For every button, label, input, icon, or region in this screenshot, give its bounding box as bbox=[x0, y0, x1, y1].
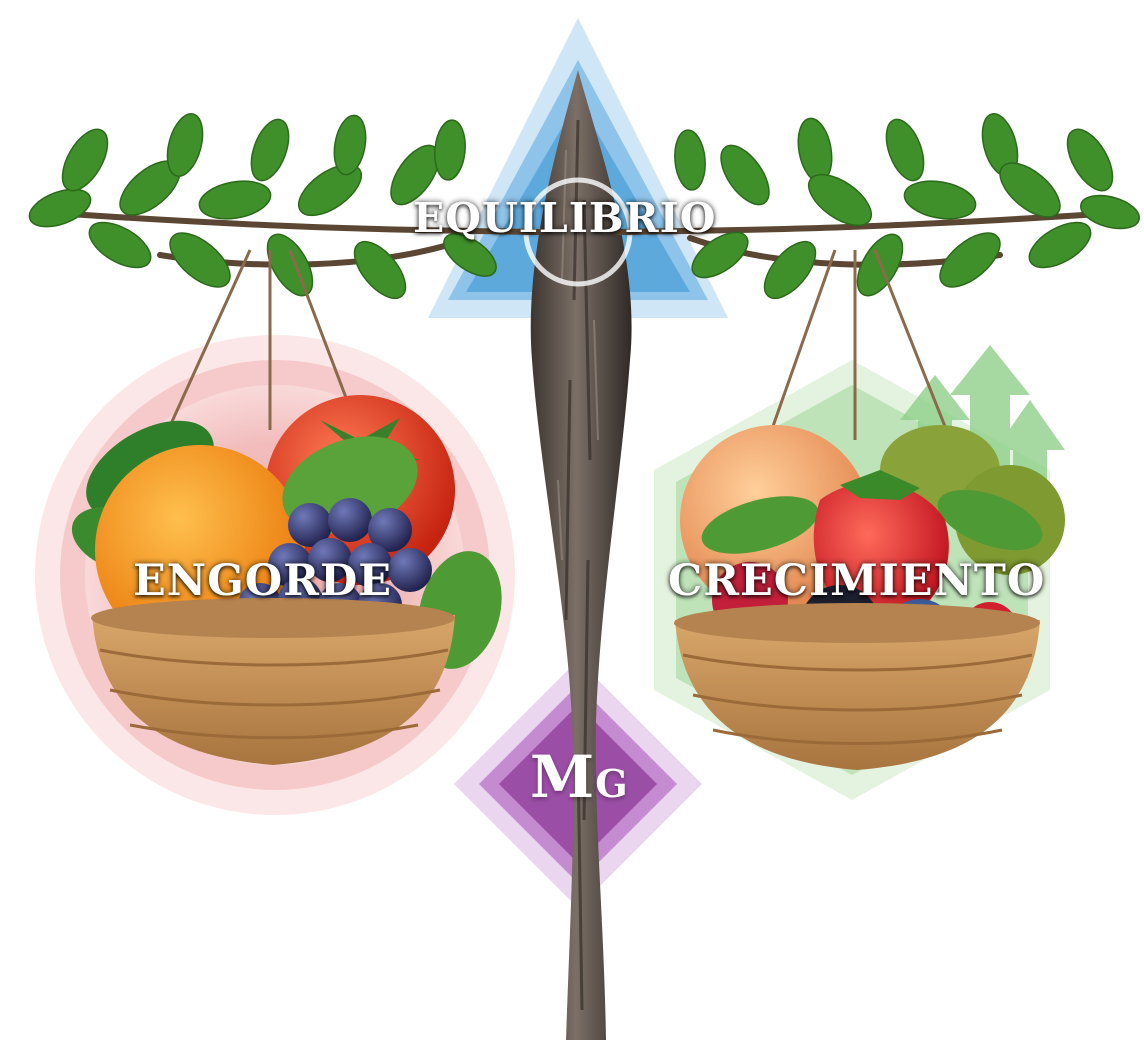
crecimiento-label: CRECIMIENTO bbox=[668, 560, 1045, 603]
magnesium-symbol-sub: G bbox=[595, 761, 628, 806]
balance-label: EQUILIBRIO bbox=[413, 198, 717, 239]
engorde-label: ENGORDE bbox=[133, 560, 392, 603]
magnesium-label: MG bbox=[530, 748, 629, 806]
right-basket bbox=[674, 603, 1040, 770]
magnesium-symbol-main: M bbox=[530, 743, 595, 811]
